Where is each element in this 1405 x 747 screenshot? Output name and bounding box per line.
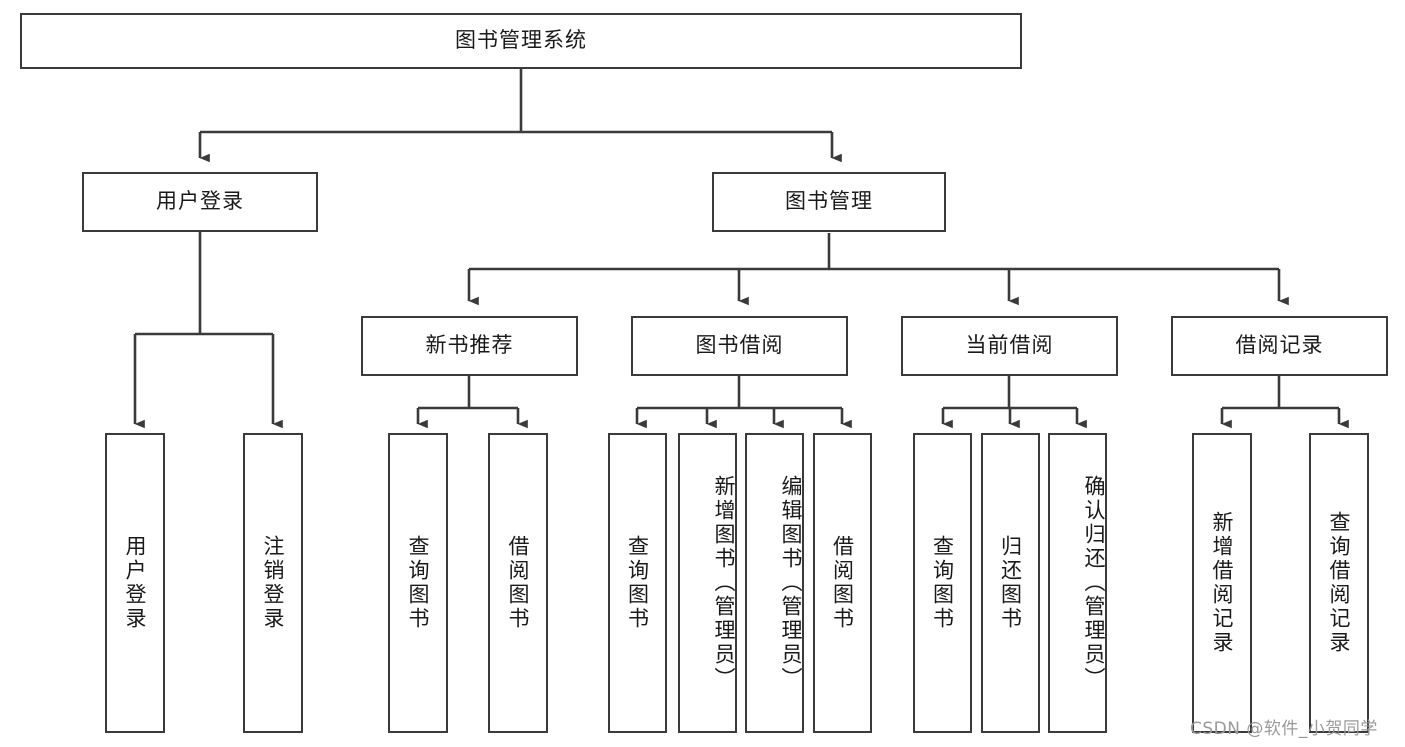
node-leaf-query-book-3[interactable]: 查询图书 <box>913 433 972 733</box>
node-new-book-recommend[interactable]: 新书推荐 <box>361 316 578 376</box>
node-leaf-query-record-label: 查询借阅记录 <box>1327 511 1352 655</box>
node-leaf-edit-book-label: 编辑图书（管理员） <box>779 475 803 691</box>
node-leaf-borrow-book-1-label: 借阅图书 <box>506 535 531 631</box>
node-root[interactable]: 图书管理系统 <box>20 13 1022 69</box>
node-current-borrow-label: 当前借阅 <box>965 333 1054 358</box>
node-user-login-label: 用户登录 <box>156 189 244 214</box>
csdn-watermark: CSDN @软件_小贺同学 <box>1190 719 1378 739</box>
node-current-borrow[interactable]: 当前借阅 <box>901 316 1118 376</box>
node-leaf-add-record[interactable]: 新增借阅记录 <box>1192 433 1252 733</box>
node-leaf-user-login[interactable]: 用户登录 <box>105 433 165 733</box>
node-borrow-record[interactable]: 借阅记录 <box>1171 316 1388 376</box>
node-leaf-logout-login-label: 注销登录 <box>261 535 286 631</box>
node-book-borrow[interactable]: 图书借阅 <box>631 316 848 376</box>
node-book-manage-label: 图书管理 <box>785 189 873 214</box>
node-leaf-borrow-book-1[interactable]: 借阅图书 <box>488 433 548 733</box>
node-borrow-record-label: 借阅记录 <box>1235 333 1324 358</box>
node-leaf-borrow-book-2[interactable]: 借阅图书 <box>813 433 872 733</box>
node-leaf-query-book-2-label: 查询图书 <box>625 535 650 631</box>
node-leaf-logout-login[interactable]: 注销登录 <box>243 433 303 733</box>
node-book-manage[interactable]: 图书管理 <box>712 172 946 232</box>
node-leaf-query-book-2[interactable]: 查询图书 <box>608 433 667 733</box>
node-leaf-borrow-book-2-label: 借阅图书 <box>830 535 855 631</box>
node-user-login[interactable]: 用户登录 <box>82 172 318 232</box>
node-leaf-add-book-label: 新增图书（管理员） <box>712 475 736 691</box>
node-new-book-recommend-label: 新书推荐 <box>425 333 514 358</box>
node-leaf-confirm-return-label: 确认归还（管理员） <box>1082 475 1106 691</box>
node-book-borrow-label: 图书借阅 <box>695 333 784 358</box>
node-leaf-edit-book[interactable]: 编辑图书（管理员） <box>745 433 804 733</box>
node-leaf-query-book-1-label: 查询图书 <box>406 535 431 631</box>
node-leaf-user-login-label: 用户登录 <box>123 535 148 631</box>
node-leaf-add-record-label: 新增借阅记录 <box>1210 511 1235 655</box>
node-leaf-query-book-3-label: 查询图书 <box>930 535 955 631</box>
node-root-label: 图书管理系统 <box>455 28 587 53</box>
node-leaf-confirm-return[interactable]: 确认归还（管理员） <box>1048 433 1107 733</box>
node-leaf-return-book[interactable]: 归还图书 <box>981 433 1040 733</box>
node-leaf-query-book-1[interactable]: 查询图书 <box>388 433 448 733</box>
node-leaf-add-book[interactable]: 新增图书（管理员） <box>678 433 737 733</box>
node-leaf-return-book-label: 归还图书 <box>998 535 1023 631</box>
node-leaf-query-record[interactable]: 查询借阅记录 <box>1309 433 1369 733</box>
